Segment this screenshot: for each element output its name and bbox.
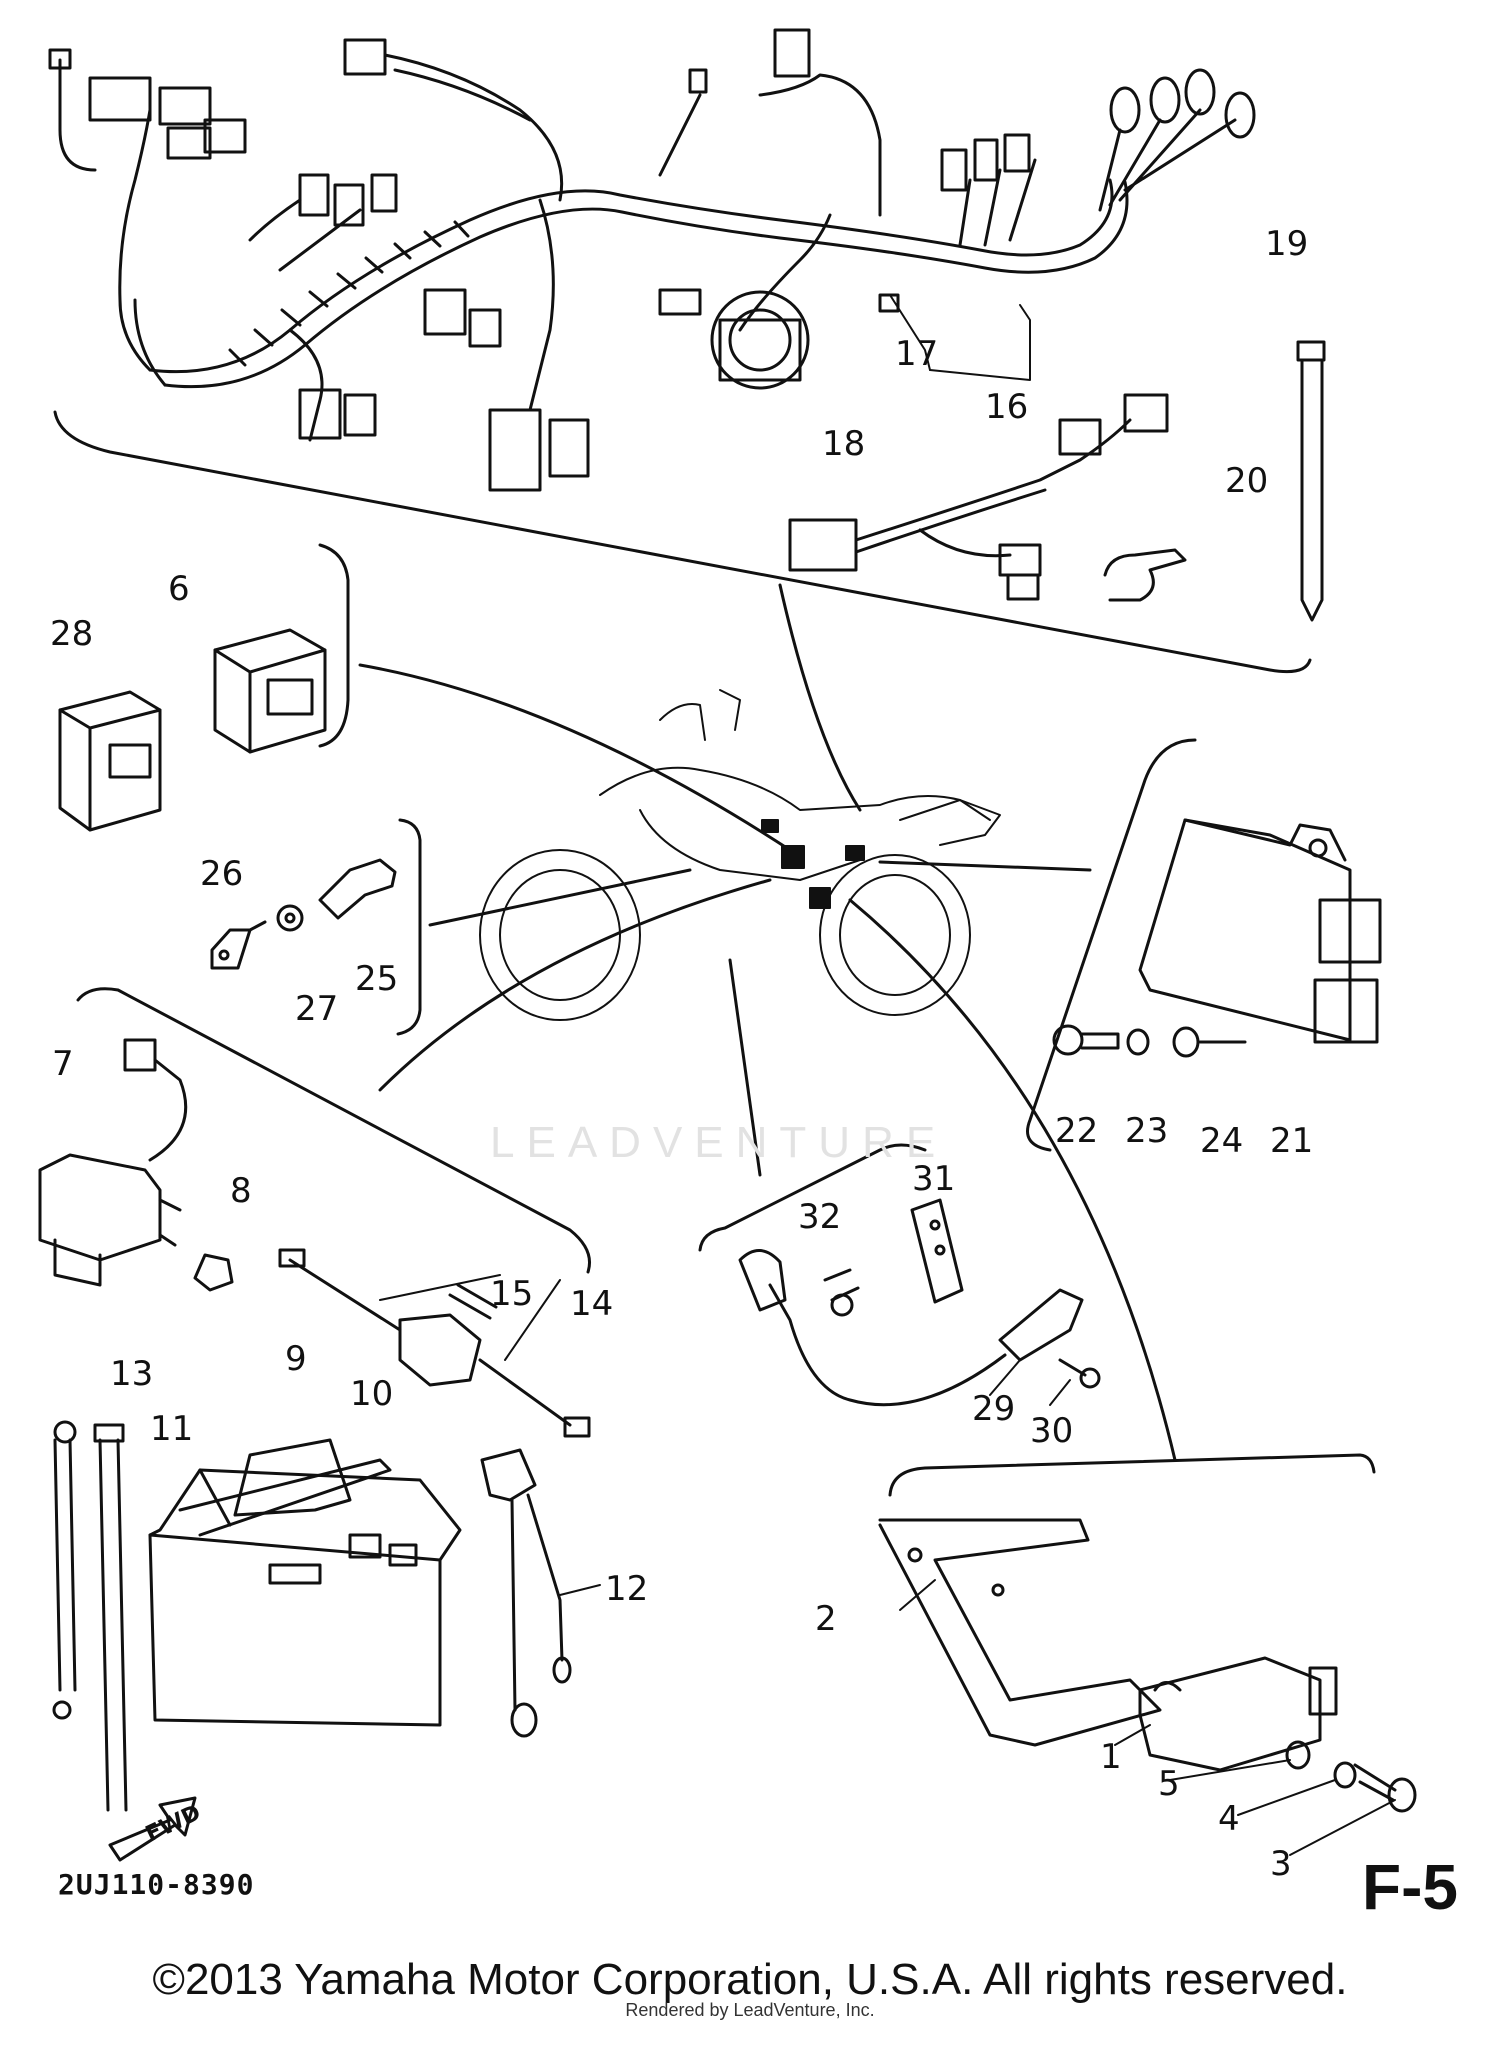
sub-harness-18: [788, 393, 1169, 601]
part-label-1: 1: [1100, 1737, 1122, 1777]
part-label-10: 10: [350, 1374, 393, 1414]
group-brackets: [53, 410, 1376, 1497]
callout-leaders: [379, 294, 1396, 1856]
part-label-21: 21: [1270, 1121, 1313, 1161]
part-label-4: 4: [1218, 1799, 1240, 1839]
part-label-3: 3: [1270, 1844, 1292, 1884]
part-label-12: 12: [605, 1569, 648, 1609]
hardware-22-24: [1052, 1024, 1247, 1058]
fwd-arrow-icon: [108, 1796, 197, 1862]
part-label-30: 30: [1030, 1411, 1073, 1451]
part-label-6: 6: [168, 569, 190, 609]
wire-harness: [48, 28, 1256, 492]
part-label-5: 5: [1158, 1764, 1180, 1804]
battery-9: [148, 1438, 462, 1727]
part-label-31: 31: [912, 1159, 955, 1199]
tube-11: [93, 1423, 128, 1812]
bracket-2: [878, 1518, 1162, 1747]
part-label-23: 23: [1125, 1111, 1168, 1151]
part-label-15: 15: [490, 1274, 533, 1314]
fuse-holder-12: [480, 1448, 572, 1738]
part-label-16: 16: [985, 387, 1028, 427]
part-label-25: 25: [355, 959, 398, 999]
part-label-2: 2: [815, 1599, 837, 1639]
part-label-11: 11: [150, 1409, 193, 1449]
part-label-27: 27: [295, 989, 338, 1029]
clamp-20: [1103, 548, 1187, 602]
hardware-3-5: [1285, 1740, 1417, 1813]
regulator-1: [1138, 1656, 1338, 1772]
part-label-19: 19: [1265, 224, 1308, 264]
switch-parts-25-27: [210, 858, 397, 970]
brake-switch-14: [278, 1248, 591, 1438]
part-label-26: 26: [200, 854, 243, 894]
sensor-29-32: [738, 1198, 1101, 1407]
part-label-14: 14: [570, 1284, 613, 1324]
part-label-8: 8: [230, 1171, 252, 1211]
part-label-24: 24: [1200, 1121, 1243, 1161]
relay-6: [213, 628, 327, 754]
part-labels: 1 2 3 4 5 6 7 8 9 10 11 12 13 14 15 16 1…: [50, 224, 1313, 1884]
part-label-32: 32: [798, 1197, 841, 1237]
cable-tie-19: [1296, 340, 1326, 622]
relay-28: [58, 690, 162, 832]
ignitor-21: [1138, 818, 1382, 1044]
motorcycle-outline-icon: [479, 689, 1001, 1021]
part-label-18: 18: [822, 424, 865, 464]
cable-13: [52, 1420, 77, 1720]
fwd-label: FWD: [142, 1800, 205, 1847]
part-label-17: 17: [895, 334, 938, 374]
watermark: LEADVENTURE: [490, 1118, 948, 1167]
copyright-notice: ©2013 Yamaha Motor Corporation, U.S.A. A…: [152, 1955, 1348, 2004]
starter-relay-7: [38, 1038, 234, 1292]
rendered-by-notice: Rendered by LeadVenture, Inc.: [625, 2000, 875, 2020]
part-label-13: 13: [110, 1354, 153, 1394]
part-label-28: 28: [50, 614, 93, 654]
part-label-22: 22: [1055, 1111, 1098, 1151]
part-label-29: 29: [972, 1389, 1015, 1429]
part-label-20: 20: [1225, 461, 1268, 501]
page-code: F-5: [1362, 1851, 1458, 1923]
part-label-9: 9: [285, 1339, 307, 1379]
drawing-number: 2UJ110-8390: [58, 1868, 255, 1901]
part-label-7: 7: [52, 1044, 74, 1084]
